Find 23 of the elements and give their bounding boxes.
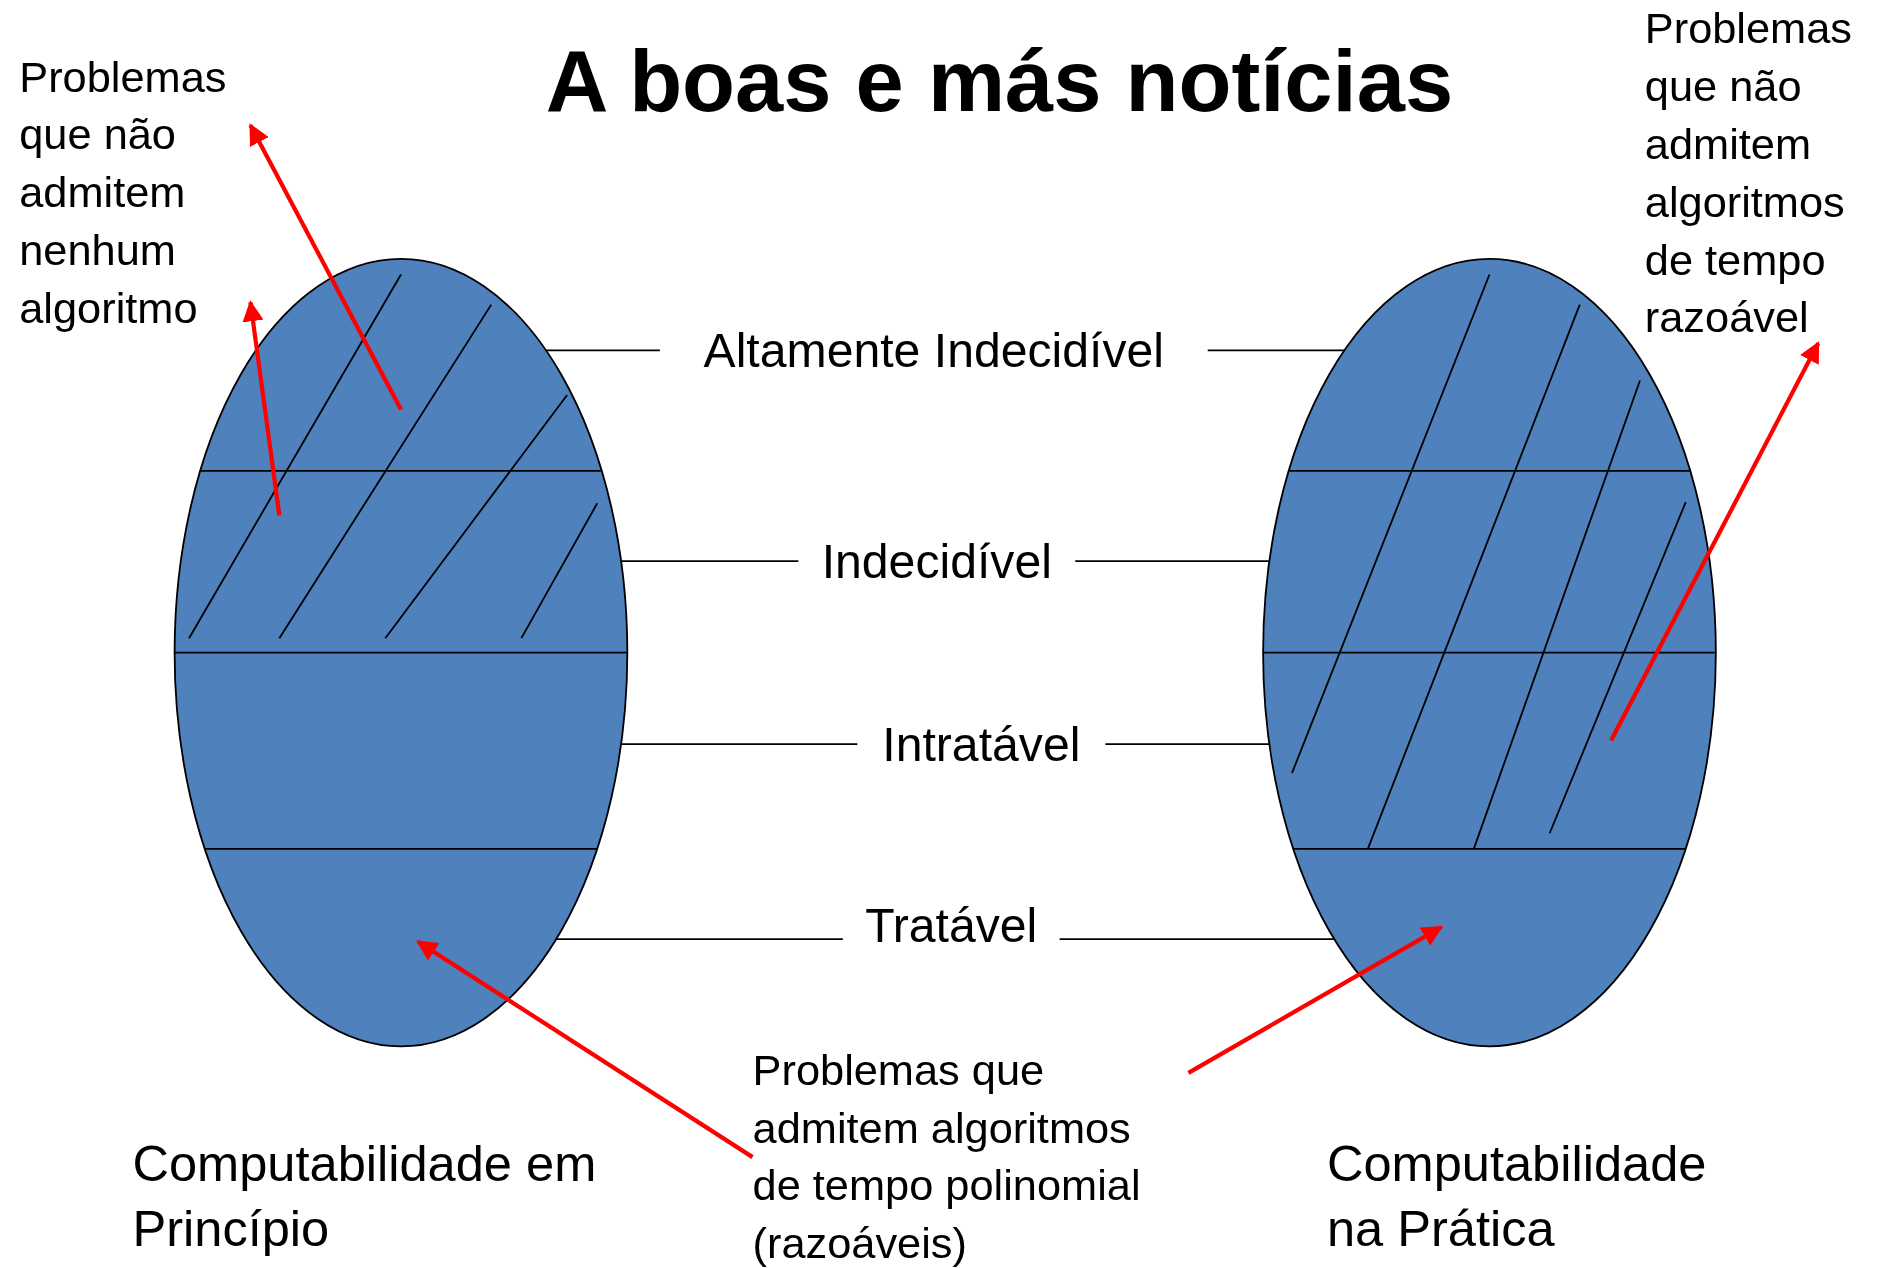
arrow	[1187, 925, 1444, 1075]
category-label: Tratável	[842, 891, 1060, 959]
annotation-text: Problemas que admitem algoritmos de tempo polinomial (razoáveis)	[752, 1041, 1189, 1268]
leader-line	[1104, 743, 1271, 746]
leader-line	[545, 349, 661, 352]
leader-line	[620, 560, 800, 562]
leader-line	[620, 743, 859, 746]
leader-line	[1058, 938, 1336, 941]
category-label: Intratável	[857, 710, 1106, 778]
leader-line	[555, 938, 844, 941]
arrow	[416, 939, 754, 1159]
title: A boas e más notícias	[544, 31, 1455, 131]
node-label: Computabilidade em Princípio	[132, 1134, 598, 1260]
arrow	[248, 123, 403, 411]
category-label: Altamente Indecidível	[659, 316, 1208, 385]
node-label: Computabilidade na Prática	[1326, 1134, 1708, 1260]
annotation-text: Problemas que não admitem nenhum algoritmo	[19, 48, 251, 338]
leader-line	[1206, 349, 1346, 352]
arrow	[242, 300, 282, 516]
category-label: Indecidível	[798, 527, 1076, 595]
arrow	[1609, 341, 1821, 742]
leader-line	[1074, 560, 1271, 562]
annotation-text: Problemas que não admitem algoritmos de tempo razoável	[1644, 0, 1876, 347]
